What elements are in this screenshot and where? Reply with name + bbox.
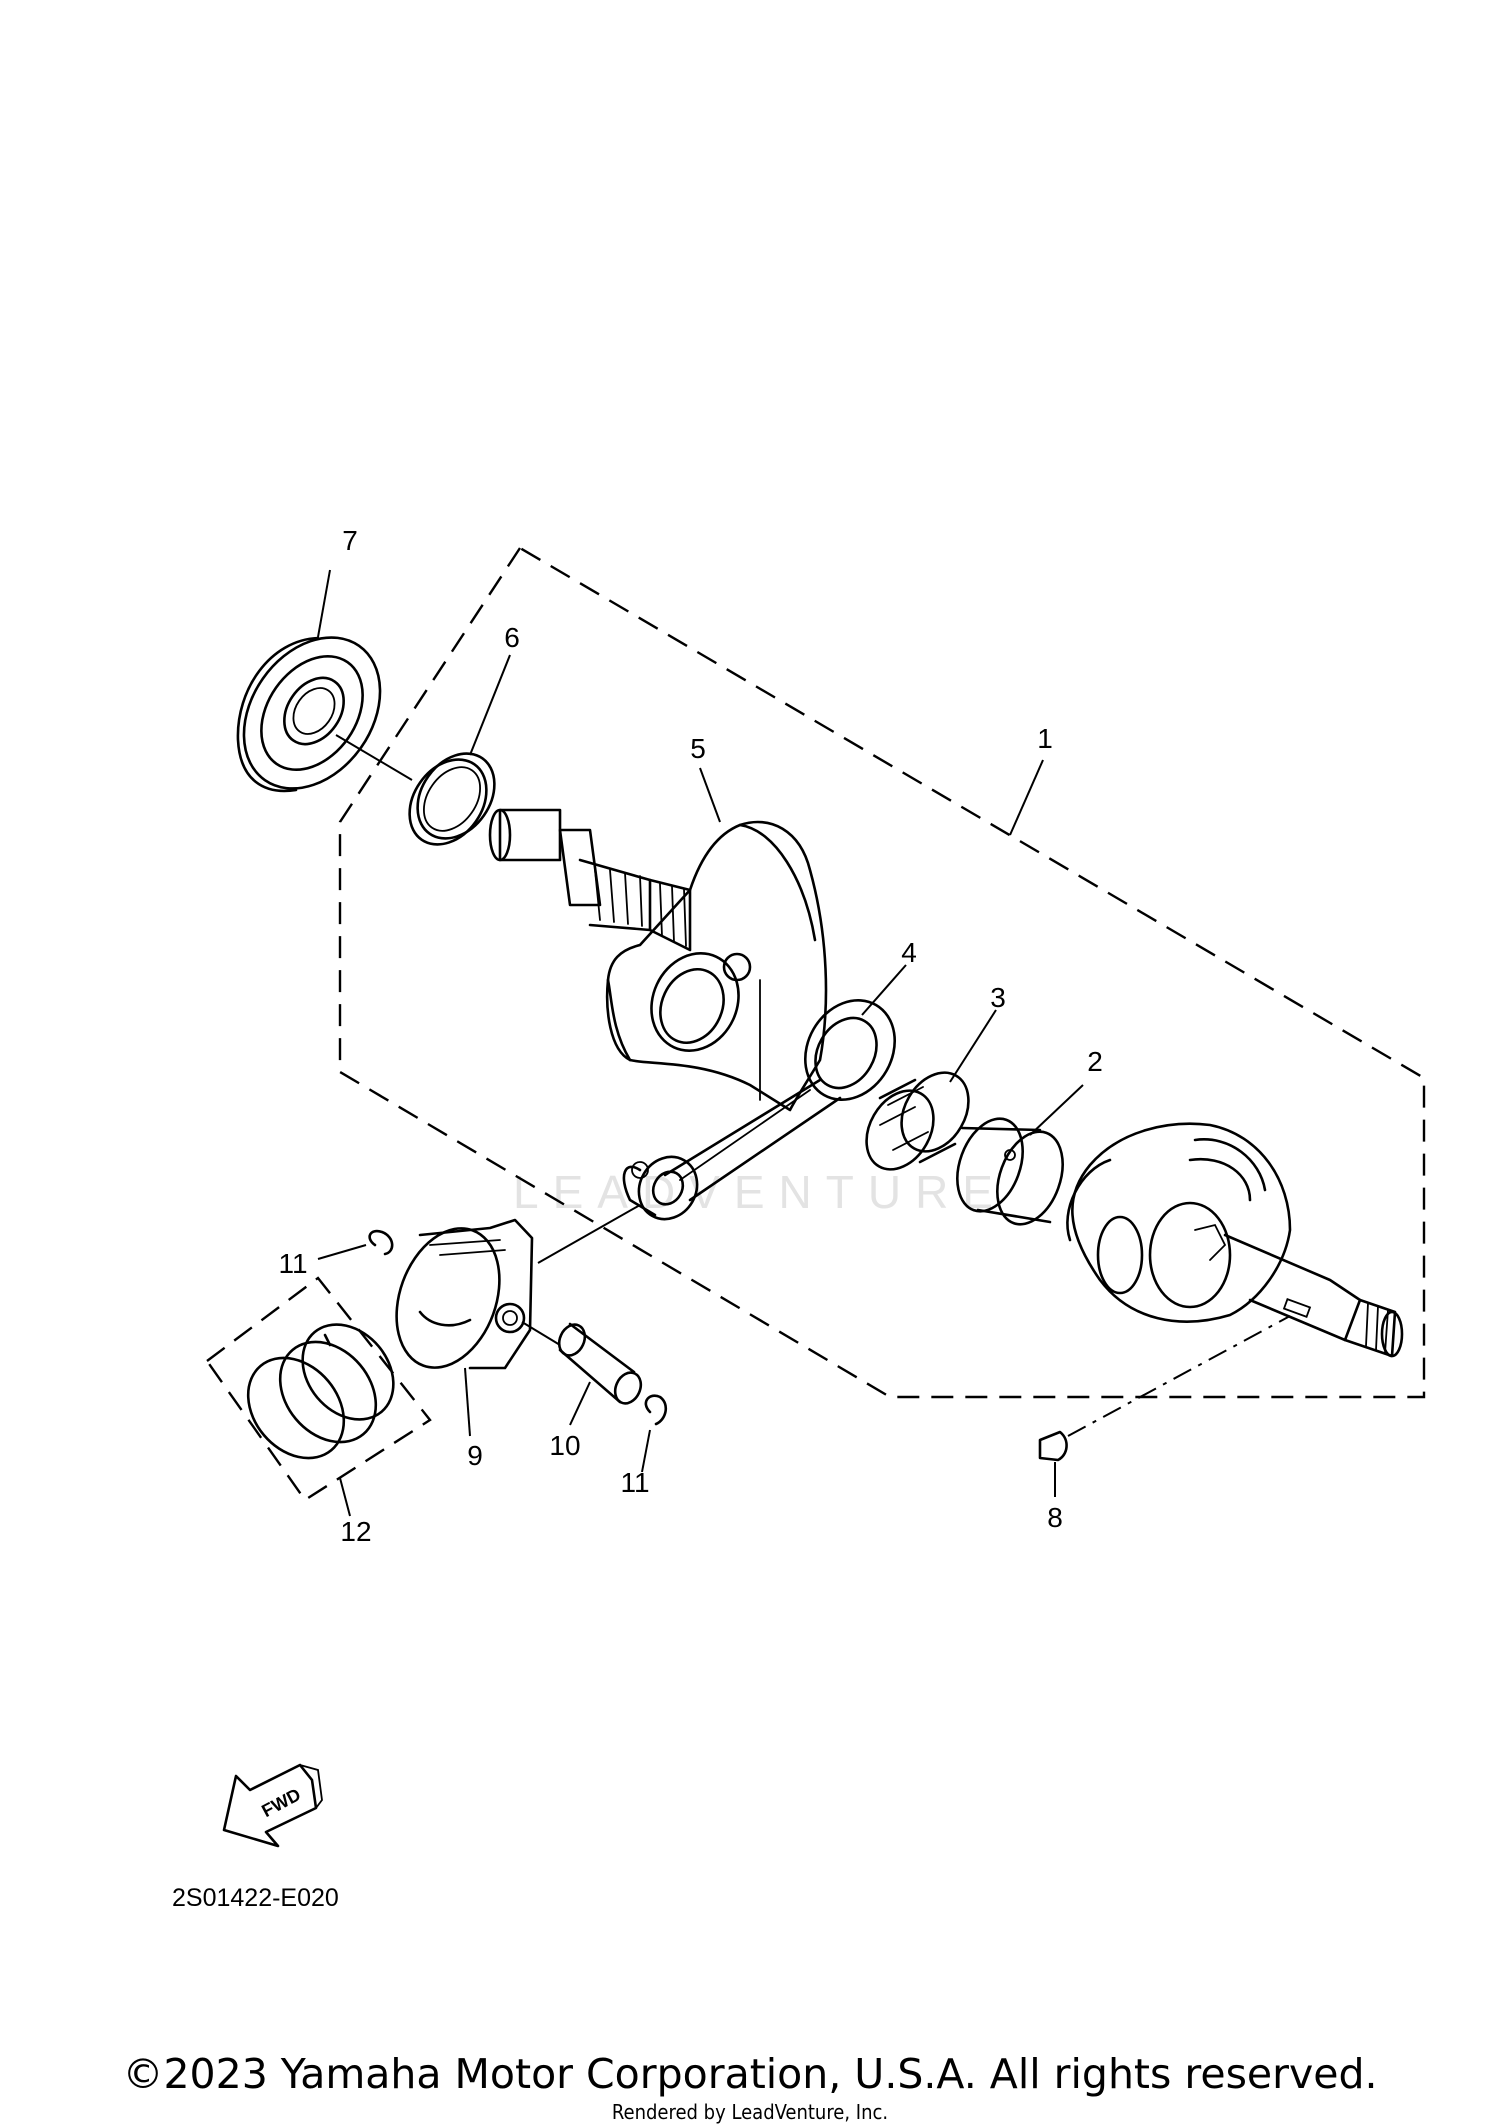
- callout-4: 4: [901, 937, 917, 968]
- callout-7: 7: [342, 525, 358, 556]
- callout-6: 6: [504, 622, 520, 653]
- callout-8: 8: [1047, 1502, 1063, 1533]
- part-7-bearing[interactable]: [216, 611, 408, 814]
- part-12-piston-rings[interactable]: [205, 1276, 432, 1502]
- fwd-arrow-icon: FWD: [222, 1763, 323, 1848]
- part-5-crank-left[interactable]: [488, 808, 828, 1112]
- part-9-piston[interactable]: [378, 1214, 534, 1382]
- part-3-needle-bearing[interactable]: [853, 1061, 982, 1182]
- part-1-crank-right[interactable]: [1066, 1122, 1404, 1358]
- callout-12: 12: [340, 1516, 371, 1547]
- watermark-text: LEADVENTURE: [513, 1166, 1007, 1218]
- assembly-boundary: [338, 546, 1426, 1399]
- copyright-notice: ©2023 Yamaha Motor Corporation, U.S.A. A…: [122, 2050, 1378, 2098]
- callout-10: 10: [549, 1430, 580, 1461]
- callout-2: 2: [1087, 1046, 1103, 1077]
- part-4-connecting-rod[interactable]: [622, 984, 912, 1230]
- part-6-ring[interactable]: [394, 739, 510, 859]
- part-11-circlip-lower[interactable]: [644, 1394, 668, 1426]
- callout-9: 9: [467, 1440, 483, 1471]
- part-2-crank-pin[interactable]: [945, 1110, 1074, 1234]
- callout-1: 1: [1037, 723, 1053, 754]
- part-8-woodruff-key[interactable]: [1038, 1430, 1068, 1462]
- callout-5: 5: [690, 733, 706, 764]
- part-10-piston-pin[interactable]: [554, 1320, 645, 1407]
- rendered-by-notice: Rendered by LeadVenture, Inc.: [611, 2100, 889, 2124]
- part-11-circlip-upper[interactable]: [368, 1229, 394, 1256]
- callout-3: 3: [990, 982, 1006, 1013]
- callout-11-lower: 11: [620, 1467, 649, 1498]
- diagram-code: 2S01422-E020: [172, 1884, 339, 1912]
- callout-11-upper: 11: [278, 1248, 307, 1279]
